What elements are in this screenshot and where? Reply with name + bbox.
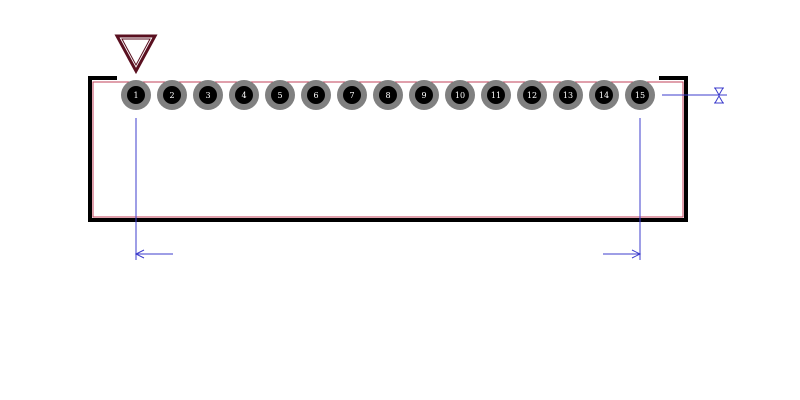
pad-drill-hole (199, 86, 217, 104)
pad-drill-hole (307, 86, 325, 104)
pin-pad: 7 (337, 80, 367, 110)
pin-pad: 2 (157, 80, 187, 110)
pin-number-label: 9 (421, 91, 426, 100)
pin-pad: 9 (409, 80, 439, 110)
dimension-annotations (134, 87, 727, 260)
pin-pad: 14 (589, 80, 619, 110)
pin-pad: 4 (229, 80, 259, 110)
pin-pad: 12 (517, 80, 547, 110)
dimension-arrow-right (631, 249, 642, 259)
body-outline (88, 76, 688, 222)
pad-drill-hole (127, 86, 145, 104)
courtyard-outline (92, 81, 684, 218)
pin-number-label: 12 (527, 91, 537, 100)
pin-number-label: 3 (205, 91, 210, 100)
pad-drill-hole (523, 86, 541, 104)
pin-pad: 8 (373, 80, 403, 110)
pad-drill-hole (451, 86, 469, 104)
pin-pad: 3 (193, 80, 223, 110)
pad-drill-hole (271, 86, 289, 104)
pad-drill-hole (163, 86, 181, 104)
inverted-triangle-icon (114, 34, 158, 75)
pad-dimension-arrow-top (714, 87, 724, 97)
pin-pad: 1 (121, 80, 151, 110)
pin-number-label: 13 (563, 91, 573, 100)
pin-number-label: 8 (385, 91, 390, 100)
pad-drill-hole (487, 86, 505, 104)
pin-pad: 11 (481, 80, 511, 110)
pin-number-label: 1 (133, 91, 138, 100)
pad-dimension-arrow-bottom (714, 94, 724, 104)
pad-drill-hole (559, 86, 577, 104)
pad-drill-hole (415, 86, 433, 104)
pin-number-label: 4 (241, 91, 246, 100)
pad-drill-hole (595, 86, 613, 104)
pin-pad: 6 (301, 80, 331, 110)
pin-pad: 5 (265, 80, 295, 110)
pad-drill-hole (379, 86, 397, 104)
pin-number-label: 5 (277, 91, 282, 100)
pin-number-label: 7 (349, 91, 354, 100)
pad-drill-hole (631, 86, 649, 104)
pin-pad: 10 (445, 80, 475, 110)
pad-drill-hole (343, 86, 361, 104)
pin-pad: 13 (553, 80, 583, 110)
pin-number-label: 11 (491, 91, 501, 100)
pin-number-label: 10 (455, 91, 465, 100)
pad-drill-hole (235, 86, 253, 104)
pin-number-label: 14 (599, 91, 609, 100)
pin-number-label: 2 (169, 91, 174, 100)
pin-pad: 15 (625, 80, 655, 110)
pin-number-label: 6 (313, 91, 318, 100)
pin-number-label: 15 (635, 91, 645, 100)
dimension-arrow-left (134, 249, 145, 259)
